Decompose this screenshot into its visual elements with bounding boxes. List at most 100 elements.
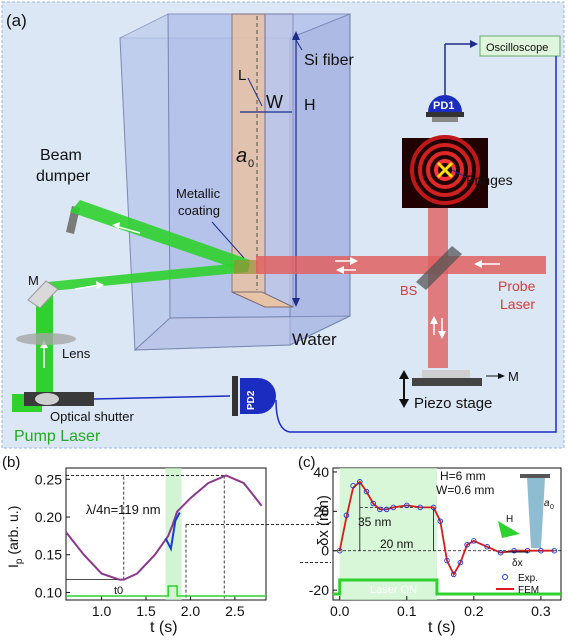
label-dumper: dumper <box>36 168 91 185</box>
exp-point <box>511 547 517 554</box>
exp-point <box>377 506 383 513</box>
exp-point <box>497 549 504 556</box>
exp-point <box>390 504 397 511</box>
series-ip-jump <box>164 512 181 552</box>
exp-point <box>437 518 444 524</box>
panel-a: (a) Si fiber L W H a 0 Metallic <box>1 1 565 449</box>
exp-point <box>383 506 390 513</box>
cable <box>275 56 557 433</box>
label-L: L <box>238 67 246 84</box>
panel-c-xlabel: t (s) <box>428 619 456 636</box>
ytick-label-c-1: 0 <box>321 543 329 559</box>
label-lens: Lens <box>62 346 91 361</box>
mirror-right <box>422 370 470 378</box>
shutter-step <box>66 585 266 597</box>
panel-c-tag: (c) <box>298 454 316 471</box>
ytick-label-b-0: 0.10 <box>35 584 62 600</box>
legend-fem: FEM <box>518 585 539 596</box>
inset-label-a0: a <box>544 498 550 509</box>
xtick-label-c-2: 0.2 <box>464 603 484 619</box>
annotation-lambda: λ/4n=119 nm <box>86 502 161 517</box>
label-m-left: M <box>28 273 39 288</box>
xtick-label-c-3: 0.3 <box>531 603 551 619</box>
xtick-label-b-3: 2.5 <box>225 603 245 619</box>
label-m-right: M <box>508 369 519 384</box>
exp-point <box>484 544 490 550</box>
label-pd2: PD2 <box>246 390 257 410</box>
xtick-label-c-0: 0.0 <box>330 603 350 619</box>
beam-splitter <box>416 246 462 290</box>
inset-diagram <box>498 474 550 553</box>
exp-point <box>457 559 464 566</box>
panel-c-axes <box>332 467 562 601</box>
label-coating: coating <box>178 203 220 218</box>
label-laser-on: Laser ON <box>370 584 417 596</box>
label-beam: Beam <box>40 147 82 164</box>
param-W: W=0.6 mm <box>436 483 494 497</box>
probe-beam <box>256 208 546 368</box>
param-H: H=6 mm <box>440 469 486 483</box>
legend-exp: Exp. <box>518 573 538 584</box>
mirror-left <box>27 280 59 309</box>
label-si-fiber: Si fiber <box>304 52 354 69</box>
annotation-20nm: 20 nm <box>380 537 413 551</box>
ytick-label-b-1: 0.15 <box>35 547 62 563</box>
ylabel-ip-sub: p <box>14 558 25 564</box>
panel-b-tag: (b) <box>2 454 20 471</box>
label-pd1: PD1 <box>433 100 454 112</box>
label-metallic: Metallic <box>176 186 221 201</box>
exp-point <box>524 547 531 554</box>
laser-on-trace <box>300 562 561 596</box>
label-water: Water <box>292 330 337 349</box>
xtick-label-b-2: 2.0 <box>181 603 201 619</box>
exp-point <box>350 482 356 489</box>
label-a0-sub: 0 <box>248 158 254 170</box>
svg-text:Ip (arb. u.): Ip (arb. u.) <box>5 506 25 568</box>
inset-label-H: H <box>506 514 513 525</box>
panel-b-xlabel: t (s) <box>150 619 178 636</box>
exp-point <box>471 538 477 544</box>
label-laser: Laser <box>500 296 535 312</box>
exp-point <box>551 547 558 554</box>
label-bs: BS <box>400 283 418 298</box>
label-H: H <box>304 97 316 114</box>
annotation-35nm: 35 nm <box>358 515 391 529</box>
panel-c-ylabel: δx (nm) <box>315 495 332 546</box>
label-t0: t0 <box>114 585 123 597</box>
label-fringes: Fringes <box>466 172 513 188</box>
xtick-label-c-1: 0.1 <box>397 603 417 619</box>
fringes-image <box>402 135 488 208</box>
si-fiber <box>231 13 300 308</box>
panel-b-ylabel: Ip (arb. u.) <box>5 506 25 568</box>
ytick-label-b-3: 0.25 <box>35 471 62 487</box>
exp-point <box>357 479 363 485</box>
exp-point <box>370 500 376 507</box>
label-W: W <box>266 92 283 112</box>
lens <box>16 333 76 345</box>
ytick-label-c-0: -20 <box>309 582 329 598</box>
exp-point <box>538 547 544 554</box>
exp-point <box>336 547 343 554</box>
piezo-stage <box>412 378 482 386</box>
label-a0: a <box>236 145 247 167</box>
exp-point <box>404 502 410 509</box>
ytick-label-c-2: 20 <box>313 503 329 519</box>
xtick-label-b-1: 1.5 <box>136 603 156 619</box>
exp-point <box>417 504 423 511</box>
label-probe: Probe <box>498 278 536 294</box>
ytick-label-b-2: 0.20 <box>35 509 62 525</box>
legend-exp-marker <box>502 574 508 580</box>
inset-label-a0-sub: 0 <box>550 504 554 511</box>
pd1-detector <box>426 40 478 122</box>
label-pump-laser: Pump Laser <box>14 428 101 445</box>
panel-a-tag: (a) <box>6 11 27 30</box>
shutter-trace <box>66 585 266 597</box>
exp-point <box>343 512 350 519</box>
exp-point <box>430 504 437 511</box>
exp-point <box>450 571 457 578</box>
